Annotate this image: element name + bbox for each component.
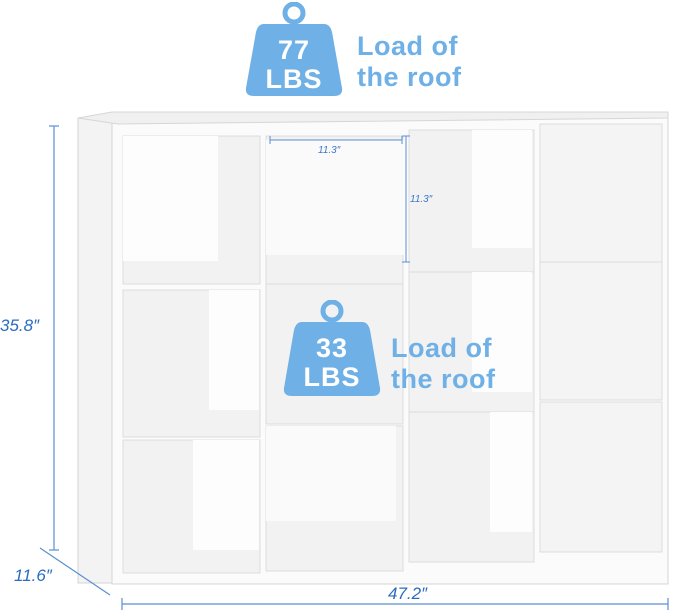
- cube-row-3: [122, 401, 663, 574]
- cube-back-panel: [209, 290, 259, 410]
- height-dimension-line: [49, 125, 59, 551]
- cube-back-panel: [266, 140, 404, 255]
- cube-width-dimension-line: [269, 136, 403, 144]
- cube-height-dimension-label: 11.3″: [410, 194, 433, 205]
- width-dimension-label: 47.2″: [388, 584, 428, 603]
- cube-load-value: 33: [315, 333, 349, 363]
- top-load-label: Load of the roof: [357, 31, 462, 92]
- width-dimension-line: [121, 598, 669, 610]
- shelf-top: [77, 111, 669, 125]
- top-load-unit: LBS: [265, 64, 323, 94]
- cube-load-label: Load of the roof: [391, 333, 496, 394]
- cube-opening: [539, 261, 663, 401]
- cube-height-dimension-line: [402, 135, 410, 263]
- top-load-weight-icon: 77 LBS: [244, 2, 344, 98]
- cube-load-weight-icon: 33 LBS: [282, 300, 382, 398]
- cube-back-panel: [193, 440, 259, 550]
- cube-row-1: [122, 123, 663, 285]
- shelf-left-side: [77, 117, 119, 584]
- cube-back-panel: [472, 130, 532, 248]
- cube-back-panel: [266, 426, 396, 521]
- cube-load-unit: LBS: [303, 362, 361, 392]
- cube-back-panel: [490, 412, 532, 532]
- cube-width-dimension-label: 11.3″: [318, 145, 341, 156]
- cube-opening: [539, 123, 663, 265]
- cube-row-2: [122, 261, 663, 438]
- cube-back-panel: [472, 272, 532, 392]
- depth-dimension-label: 11.6″: [14, 566, 52, 585]
- cube-back-panel: [123, 136, 218, 261]
- top-load-value: 77: [277, 35, 311, 65]
- height-dimension-label: 35.8″: [0, 316, 40, 335]
- cube-opening: [539, 401, 663, 553]
- depth-dimension-line: [39, 547, 111, 596]
